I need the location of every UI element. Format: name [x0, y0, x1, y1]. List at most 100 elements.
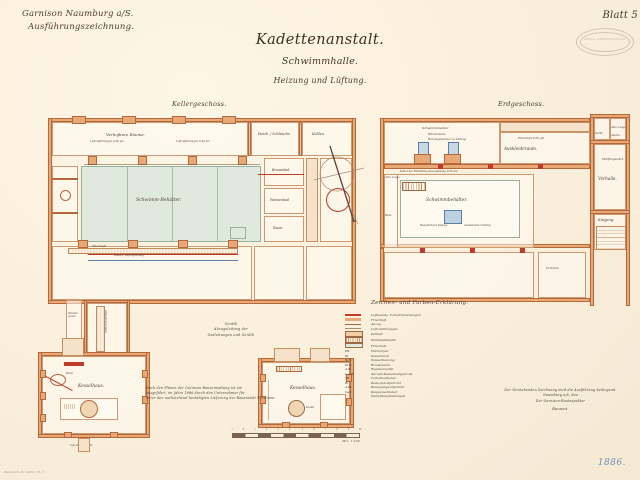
scale-unit-label: Mtr. 1:200 [342, 439, 360, 444]
archive-reference: Plan-Arch.-Nr. 4392 / Bl. 5 [4, 471, 45, 474]
pool-basin [81, 166, 261, 242]
pier [346, 398, 352, 406]
room-heizkammer [384, 122, 500, 164]
pier [282, 422, 290, 428]
mid-note-line3: Gasleitungen und Geräth [207, 332, 255, 337]
legend-block: Zeichen- und Farben-Erklärung. Luftkanäl… [345, 300, 515, 399]
duct-hatched [68, 248, 238, 254]
room-auskleide-upper [500, 132, 590, 164]
garrison-label: Garnison Naumburg a/S. [22, 9, 134, 19]
pier [142, 396, 148, 404]
arc-marker [50, 374, 66, 386]
room-heizk [251, 122, 299, 156]
wall-bottom [38, 434, 150, 438]
wall-wing-top [590, 114, 630, 118]
room-lower-left [52, 246, 252, 300]
swatch-box-hatch [345, 337, 363, 343]
legend-row: Luftkanäle, Vorwärmeleitungen [345, 313, 421, 318]
legend-row: Hk. Heizkörper [345, 349, 421, 354]
legend-code: W.H. [345, 358, 371, 363]
boiler-circle [326, 188, 350, 212]
dimension-line [84, 164, 260, 165]
legend-row: Kaltluft [345, 331, 421, 337]
legend-label: Heizkörper [371, 349, 389, 353]
legend-code-text: Hk. [345, 349, 351, 353]
legend-label: Abrund-Kesselanlagenrost [371, 371, 413, 376]
scale-tick: 10 [358, 428, 362, 431]
signature-line-3: Der Garnison-Bauinspektor [535, 398, 586, 403]
pier [346, 374, 352, 382]
note-line-1: Nach den Plänen der Garnison-Bauverwaltu… [146, 386, 243, 390]
official-stamp: KÖNIGL. GARNISON-BAUAMT [576, 28, 634, 56]
basement-lower-wing: Maschinenraum [84, 300, 130, 356]
title-subject: Heizung und Lüftung. [273, 76, 367, 85]
legend-code: A.B. [345, 367, 371, 372]
pier [172, 116, 186, 124]
pier [320, 422, 328, 428]
legend-row: Kl. Kesselraum [345, 354, 421, 359]
wall-partition [248, 122, 251, 156]
legend-code: Kl.B. [345, 363, 371, 368]
legend-code: c [345, 394, 371, 399]
pier [238, 156, 247, 165]
grate [64, 404, 76, 409]
note-kanal-entlueftung: Kanal der Entlüftung Abzugleitung 0,50 q… [400, 170, 458, 173]
scale-tick: 4 [288, 428, 291, 431]
scale-tick: 9 [347, 428, 350, 431]
legend-row: Abzug [345, 322, 421, 327]
room-label-vorraum: Vorraum [546, 266, 560, 270]
duct-inlet [274, 348, 300, 362]
legend-code-text: kw.f. [345, 389, 352, 394]
room-raum [264, 216, 304, 242]
compass-north-label: N [352, 218, 357, 224]
legend-row: kw.f. Klappenschieber [345, 390, 421, 395]
note-kanal: Kanal f. Luftzuführung [114, 254, 144, 257]
pier [222, 116, 236, 124]
legend-label: Luftkanäle, Vorwärmeleitungen [371, 313, 421, 317]
room-wannenbad [264, 188, 304, 214]
legend-code-text: Bl. [345, 380, 350, 385]
detail-left-caption: Kesselhaus. [78, 384, 105, 389]
scale-tick: 7 [324, 428, 327, 431]
legend-code-text: r.B. [345, 376, 351, 381]
note-regulierbare-klappe: Regulierbare Klappe [420, 224, 448, 227]
valve-marker [520, 248, 525, 253]
legend-code-text: Kl. [345, 353, 350, 358]
legend-symbol [345, 313, 371, 318]
valve-marker [438, 164, 443, 169]
legend-label: Kaltluft [371, 331, 383, 336]
wall-bottom [48, 300, 356, 304]
legend-table: Luftkanäle, Vorwärmeleitungen Frischluft… [345, 313, 421, 399]
legend-code-text: W.H. [345, 358, 353, 363]
legend-label: Brauseraum [371, 362, 391, 367]
detail-right-note: Kanal [306, 405, 315, 409]
detail-left-note: Kanal [66, 372, 73, 375]
room-side-strip [384, 174, 398, 248]
legend-row: A.Bl. Bewegungs-Ofenrohr [345, 385, 421, 390]
legend-label: Abzug [371, 322, 381, 327]
duct-vertical [306, 158, 318, 242]
wall-stub [52, 212, 78, 214]
pier [444, 154, 461, 164]
flue-marker [64, 362, 84, 366]
room-corridor [87, 303, 127, 356]
room-brausebad [264, 158, 304, 186]
wall-left-lower [380, 248, 384, 302]
circle-marker [60, 190, 71, 201]
legend-symbol [345, 337, 371, 343]
swatch-box-orange [345, 331, 363, 337]
swatch-box-fill [345, 343, 363, 349]
ground-plan: Schwimmmeister Wärterstube Heizungskamme… [380, 114, 630, 306]
header-left-block: Garnison Naumburg a/S. Ausführungszeichn… [22, 8, 134, 34]
pier [138, 156, 147, 165]
signature-line-1: Der Vorstehenden Zeichnung wird die Ausf… [504, 388, 617, 392]
wall-sep [590, 140, 630, 144]
signature-block: Der Vorstehenden Zeichnung wird die Ausf… [488, 388, 633, 413]
ground-plan-caption: Erdgeschoss. [498, 100, 545, 108]
pier [78, 240, 88, 248]
pier [40, 370, 46, 378]
room-label-kohlen: Kohlen [312, 132, 324, 136]
legend-symbol [345, 331, 371, 337]
